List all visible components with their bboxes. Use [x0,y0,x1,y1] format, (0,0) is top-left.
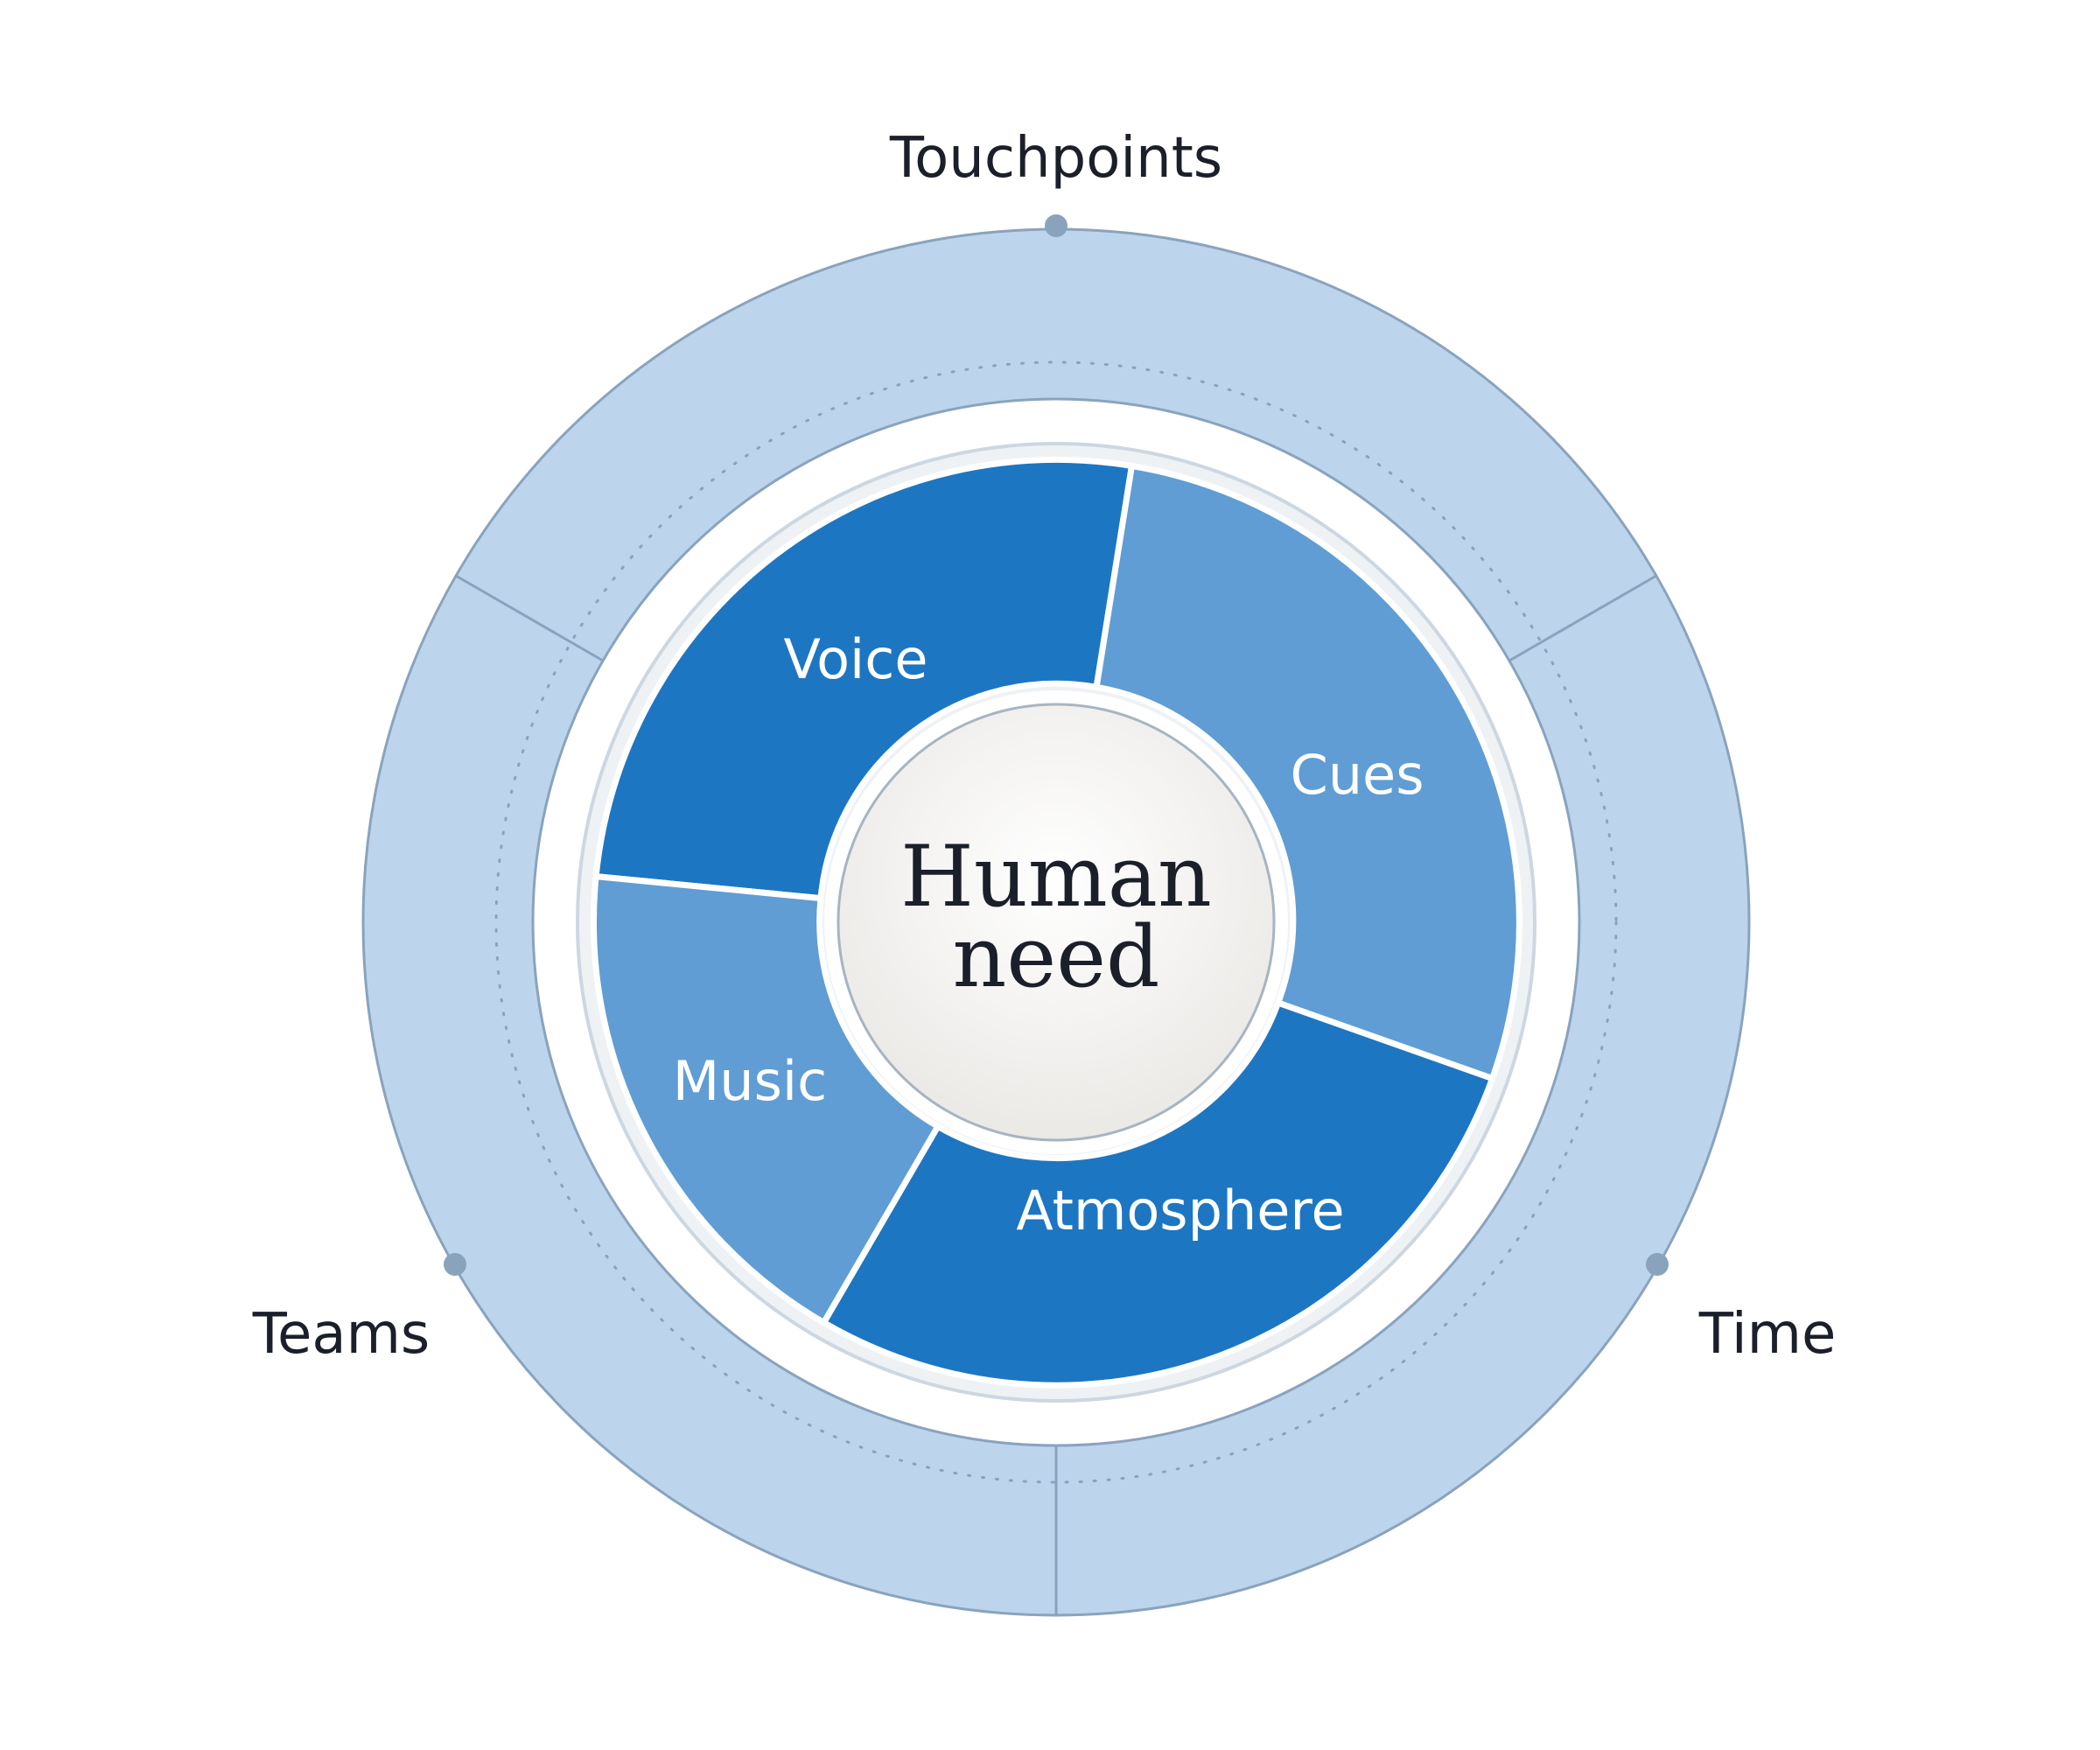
time-marker [1646,1253,1669,1276]
teams-label: Teams [252,1302,430,1367]
segment-atmosphere [821,999,1495,1389]
segment-voice [592,457,1135,902]
touchpoints-label: Touchpoints [889,126,1222,191]
segment-label-cues: Cues [1290,743,1424,807]
segment-label-atmosphere: Atmosphere [1016,1179,1344,1242]
time-label: Time [1698,1302,1837,1367]
segment-label-voice: Voice [784,627,928,691]
ring-divider-left [455,574,604,662]
segment-music [590,873,942,1326]
outer-ring-dotted-track [494,360,1618,1484]
center-label-line2: need [953,908,1160,1006]
ring-divider-right [1508,574,1657,662]
teams-marker [444,1253,466,1276]
center-hub [836,703,1276,1142]
touchpoints-marker [1045,214,1068,237]
center-label-line1: Human [900,828,1212,926]
segment-ring [590,457,1522,1389]
segment-cues [1093,463,1522,1082]
segment-label-music: Music [673,1049,827,1113]
